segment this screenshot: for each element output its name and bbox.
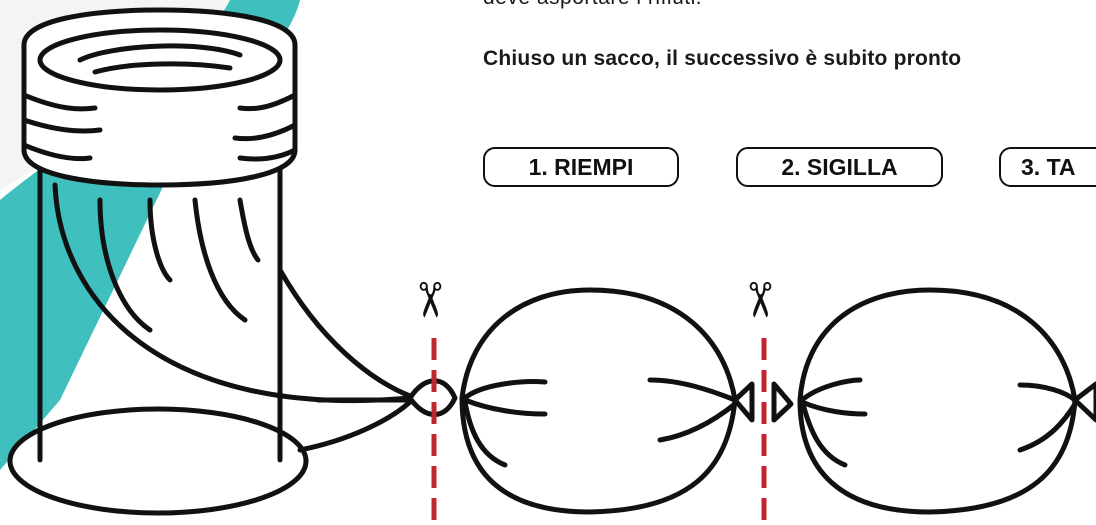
base-ellipse [7, 406, 309, 516]
step-cut-label: 3. TA [999, 147, 1096, 187]
step-seal-label: 2. SIGILLA [736, 147, 943, 187]
bold-description: Chiuso un sacco, il successivo è subito … [483, 47, 962, 70]
step-fill-label: 1. RIEMPI [483, 147, 679, 187]
scissors-icon: ✂ [401, 279, 458, 321]
scissors-icon: ✂ [731, 279, 788, 321]
intro-text-fragment: deve asportare i rifiuti. [483, 0, 702, 10]
